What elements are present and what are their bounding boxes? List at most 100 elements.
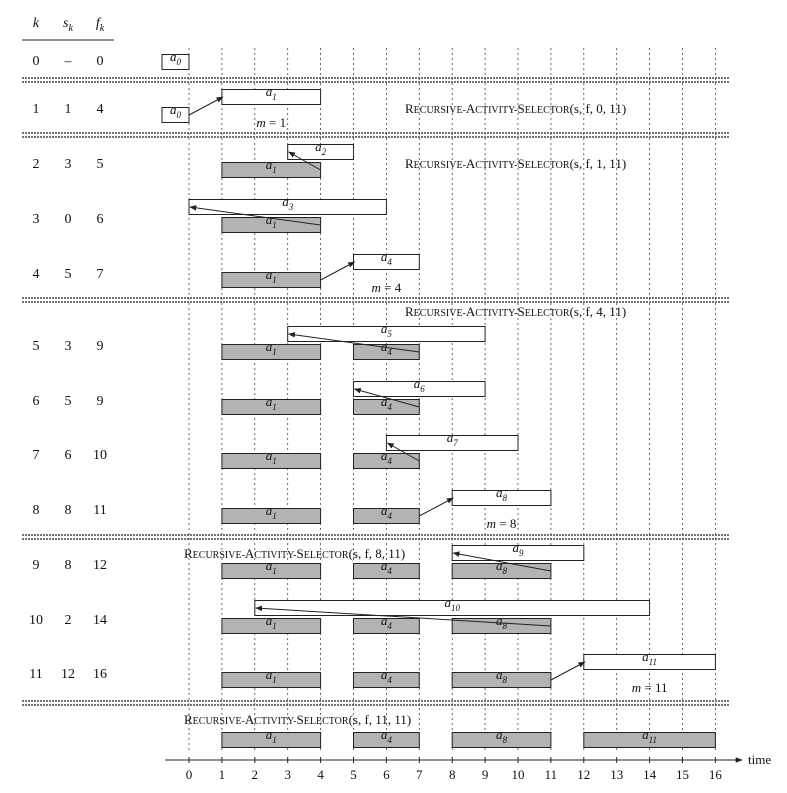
table-cell-f: 11 xyxy=(93,503,106,518)
activity-label-a1: a1 xyxy=(266,157,277,175)
table-cell-s: 5 xyxy=(65,267,72,282)
activity-label-a6: a6 xyxy=(414,376,426,394)
axis-tick-label-9: 9 xyxy=(482,767,489,782)
activity-label-a3: a3 xyxy=(282,194,294,212)
activity-label-a8: a8 xyxy=(496,485,508,503)
activity-bar-a4 xyxy=(353,732,420,748)
activity-label-a8: a8 xyxy=(496,727,508,745)
axis-tick-label-11: 11 xyxy=(545,767,558,782)
activity-bar-a5 xyxy=(287,326,486,342)
table-cell-f: 4 xyxy=(97,102,104,117)
activity-bar-a0 xyxy=(161,54,190,70)
activity-label-a1: a1 xyxy=(266,558,277,576)
activity-bar-a9 xyxy=(451,545,585,561)
table-cell-f: 14 xyxy=(93,613,107,628)
activity-bar-a6 xyxy=(353,381,486,397)
axis-tick-label-5: 5 xyxy=(350,767,357,782)
activity-label-a4: a4 xyxy=(381,558,393,576)
axis-tick-label-0: 0 xyxy=(186,767,193,782)
activity-label-a1: a1 xyxy=(266,267,277,285)
activity-label-a1: a1 xyxy=(266,339,277,357)
activity-label-a7: a7 xyxy=(447,430,459,448)
activity-bar-a1 xyxy=(221,563,322,579)
table-cell-k: 10 xyxy=(29,613,43,628)
table-cell-k: 4 xyxy=(33,267,40,282)
recursive-call-label: RECURSIVE-ACTIVITY-SELECTOR(s, f, 11, 11… xyxy=(184,712,411,727)
activity-label-a1: a1 xyxy=(266,613,277,631)
recursive-call-label: RECURSIVE-ACTIVITY-SELECTOR(s, f, 4, 11) xyxy=(405,304,626,319)
activity-bar-a1 xyxy=(221,672,322,688)
table-header-s: sk xyxy=(63,16,73,34)
table-cell-f: 6 xyxy=(97,212,104,227)
recursive-calls: RECURSIVE-ACTIVITY-SELECTOR(s, f, 0, 11)… xyxy=(184,101,626,727)
activity-label-a8: a8 xyxy=(496,667,508,685)
table-cell-s: 2 xyxy=(65,613,72,628)
activity-label-a1: a1 xyxy=(266,667,277,685)
table-cell-s: 8 xyxy=(65,503,72,518)
axis-tick-label-12: 12 xyxy=(577,767,590,782)
activity-label-a1: a1 xyxy=(266,727,277,745)
table-cell-f: 10 xyxy=(93,448,107,463)
axis-tick-label-4: 4 xyxy=(317,767,324,782)
activity-label-a0: a0 xyxy=(170,49,182,67)
activity-bar-a4 xyxy=(353,563,420,579)
m-label: m = 1 xyxy=(256,115,286,130)
activity-label-a9: a9 xyxy=(513,540,525,558)
recursion-arrow xyxy=(288,151,321,171)
activity-bar-a2 xyxy=(287,144,355,160)
m-label: m = 11 xyxy=(632,680,668,695)
recursion-arrow xyxy=(550,661,586,681)
activity-label-a4: a4 xyxy=(381,503,393,521)
activity-label-a5: a5 xyxy=(381,321,393,339)
recursive-call-label: RECURSIVE-ACTIVITY-SELECTOR(s, f, 1, 11) xyxy=(405,156,626,171)
recursion-arrow xyxy=(255,605,551,627)
table-cell-s: 3 xyxy=(65,339,72,354)
table-cell-s: 6 xyxy=(65,448,72,463)
table-cell-k: 7 xyxy=(33,448,40,463)
axis-tick-label-16: 16 xyxy=(709,767,723,782)
activity-label-a8: a8 xyxy=(496,558,508,576)
activity-label-a1: a1 xyxy=(266,84,277,102)
table-header-k: k xyxy=(33,16,40,31)
activity-label-a1: a1 xyxy=(266,503,277,521)
activity-bar-a3 xyxy=(188,199,387,215)
activity-label-a1: a1 xyxy=(266,212,277,230)
table-cell-s: 1 xyxy=(65,102,72,117)
table-cell-k: 1 xyxy=(33,102,40,117)
recursion-arrow xyxy=(386,442,420,462)
activity-label-a2: a2 xyxy=(315,139,327,157)
activity-label-a0: a0 xyxy=(170,102,182,120)
m-label: m = 8 xyxy=(487,516,517,531)
activity-label-a4: a4 xyxy=(381,727,393,745)
axis-tick-label-13: 13 xyxy=(610,767,623,782)
table-cell-f: 9 xyxy=(97,339,104,354)
activity-label-a1: a1 xyxy=(266,448,277,466)
table-cell-k: 0 xyxy=(33,54,40,69)
activity-bar-a8 xyxy=(451,732,552,748)
recursion-arrow xyxy=(188,96,224,116)
table-cell-k: 6 xyxy=(33,394,40,409)
table-cell-k: 3 xyxy=(33,212,40,227)
table-cell-s: 0 xyxy=(65,212,72,227)
recursion-arrow xyxy=(353,387,420,408)
row-separators xyxy=(22,77,730,706)
activity-label-a8: a8 xyxy=(496,613,508,631)
table-cell-s: 5 xyxy=(65,394,72,409)
activity-bar-a1 xyxy=(221,508,322,524)
recursive-call-label: RECURSIVE-ACTIVITY-SELECTOR(s, f, 0, 11) xyxy=(405,101,626,116)
axis-tick-label-10: 10 xyxy=(512,767,525,782)
axis-tick-label-14: 14 xyxy=(643,767,657,782)
activity-bar-a4 xyxy=(353,672,420,688)
table-cell-f: 16 xyxy=(93,667,107,682)
table-cell-k: 11 xyxy=(29,667,42,682)
table-cell-f: 5 xyxy=(97,157,104,172)
table-cell-k: 2 xyxy=(33,157,40,172)
axis-tick-label-8: 8 xyxy=(449,767,456,782)
recursion-arrow xyxy=(189,205,321,226)
table-cell-s: – xyxy=(64,54,73,69)
activity-bar-a1 xyxy=(221,344,322,360)
table-cell-f: 0 xyxy=(97,54,104,69)
